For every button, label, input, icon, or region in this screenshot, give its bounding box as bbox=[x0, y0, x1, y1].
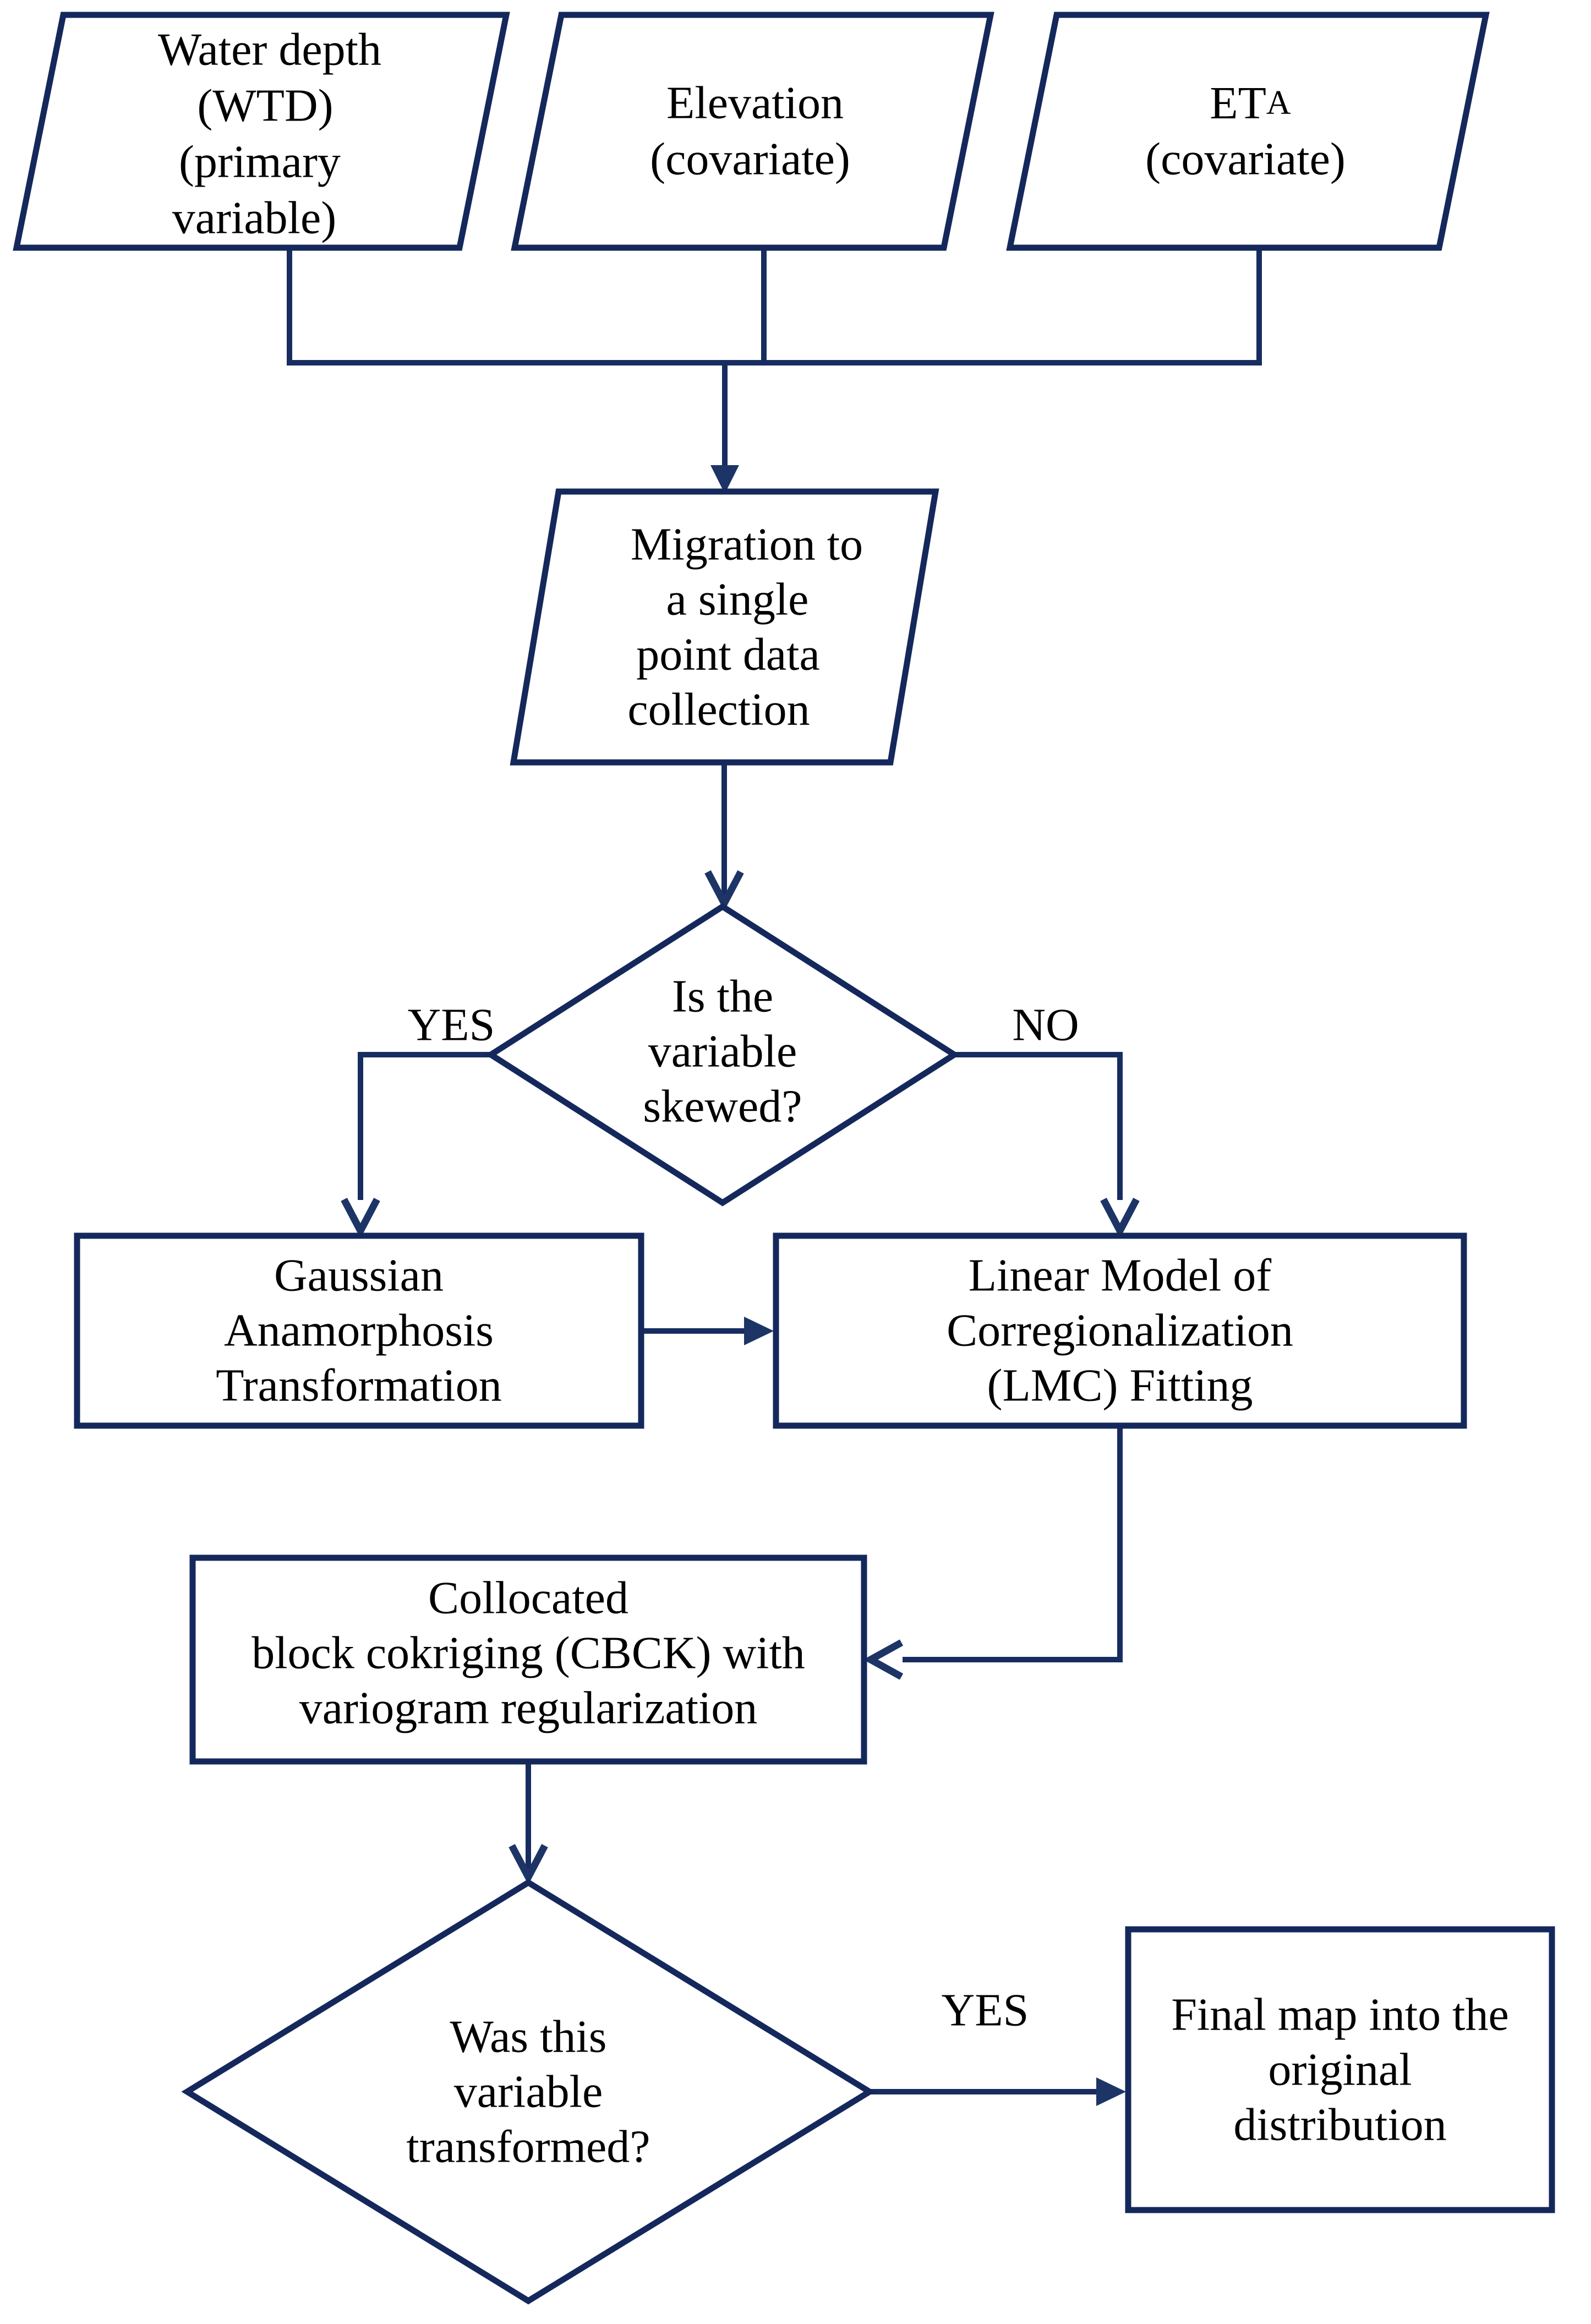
node-label-line: point data bbox=[636, 629, 820, 680]
node-migration: Migration to a single point data collect… bbox=[510, 488, 939, 766]
node-label-line: distribution bbox=[1233, 2099, 1446, 2151]
parallelogram-shape bbox=[510, 488, 939, 766]
arrowhead-down-icon bbox=[710, 465, 739, 494]
node-label-line: (WTD) bbox=[197, 80, 333, 132]
node-label-line: block cokriging (CBCK) with bbox=[252, 1628, 805, 1679]
node-label-line: Elevation bbox=[666, 78, 844, 129]
diamond-shape bbox=[181, 1879, 876, 2305]
arrowhead-left-icon bbox=[863, 1639, 904, 1680]
node-final-map: Final map into the original distribution bbox=[1125, 1926, 1555, 2213]
node-label-line: Is the bbox=[672, 971, 773, 1022]
diamond-shape bbox=[485, 903, 960, 1207]
edge-migration-to-skew-decision bbox=[704, 762, 744, 911]
node-label-line: Water depth bbox=[158, 24, 381, 75]
rectangle-shape bbox=[1125, 1926, 1555, 2213]
node-decision-transformed: Was this variable transformed? bbox=[181, 1879, 876, 2305]
node-label-line: variable bbox=[648, 1026, 797, 1077]
arrowhead-down-icon bbox=[1100, 1197, 1140, 1239]
edge-cbck-to-transform-decision bbox=[509, 1761, 548, 1885]
arrowhead-down-icon bbox=[704, 870, 744, 911]
node-label-line: Transformation bbox=[216, 1360, 502, 1411]
node-input-elevation: Elevation (covariate) bbox=[511, 12, 994, 251]
arrowhead-down-icon bbox=[509, 1843, 548, 1885]
edge-lmc-to-cbck bbox=[863, 1426, 1123, 1680]
parallelogram-shape bbox=[13, 12, 510, 251]
node-label-line: Final map into the bbox=[1171, 1989, 1509, 2041]
node-label-line: (LMC) Fitting bbox=[987, 1360, 1253, 1411]
node-label-line: transformed? bbox=[406, 2121, 650, 2173]
node-label-line: (covariate) bbox=[650, 134, 850, 185]
parallelogram-shape bbox=[511, 12, 994, 251]
node-label-line: ETA bbox=[1210, 78, 1291, 129]
node-label-line: Was this bbox=[450, 2011, 607, 2063]
arrowhead-right-icon bbox=[1096, 2077, 1126, 2106]
node-label-line: Gaussian bbox=[274, 1250, 444, 1301]
node-label-line: Collocated bbox=[428, 1573, 628, 1624]
parallelogram-shape bbox=[1006, 12, 1490, 251]
edge-label-yes: YES bbox=[408, 1000, 495, 1051]
node-label-line: skewed? bbox=[643, 1081, 802, 1132]
node-gaussian-anamorphosis: Gaussian Anamorphosis Transformation bbox=[74, 1232, 644, 1429]
edge-bus-to-migration bbox=[710, 363, 739, 494]
edge-label-yes: YES bbox=[942, 1985, 1029, 2036]
node-label-line: collection bbox=[627, 684, 810, 735]
node-label-line: Migration to bbox=[631, 519, 863, 570]
node-input-water-depth: Water depth (WTD) (primary variable) bbox=[13, 12, 510, 251]
edge-label-no: NO bbox=[1012, 1000, 1079, 1051]
node-input-eta: ETA (covariate) bbox=[1006, 12, 1490, 251]
node-label-line: a single bbox=[666, 574, 809, 625]
edge-gaussian-to-lmc bbox=[641, 1317, 774, 1345]
node-label-line: variable) bbox=[172, 193, 336, 244]
node-lmc-fitting: Linear Model of Corregionalization (LMC)… bbox=[773, 1232, 1467, 1429]
arrowhead-down-icon bbox=[341, 1197, 380, 1239]
edge-skew-yes-to-gaussian bbox=[341, 1052, 491, 1239]
node-label-line: Anamorphosis bbox=[224, 1305, 494, 1356]
edge-skew-no-to-lmc bbox=[954, 1052, 1140, 1239]
node-decision-skewed: Is the variable skewed? bbox=[485, 903, 960, 1207]
node-label-line: (primary bbox=[179, 137, 341, 188]
edge-transform-yes-to-final bbox=[870, 2077, 1126, 2106]
node-label-line: original bbox=[1268, 2044, 1412, 2096]
rectangle-shape bbox=[773, 1232, 1467, 1429]
node-label-line: variable bbox=[454, 2066, 603, 2118]
edge-sources-merge-bus bbox=[287, 248, 1262, 365]
node-label-line: Linear Model of bbox=[969, 1250, 1271, 1301]
arrowhead-right-icon bbox=[744, 1317, 774, 1345]
node-label-line: variogram regularization bbox=[299, 1683, 758, 1734]
rectangle-shape bbox=[74, 1232, 644, 1429]
node-label-line: Corregionalization bbox=[947, 1305, 1293, 1356]
node-label-line: (covariate) bbox=[1145, 134, 1346, 185]
rectangle-shape bbox=[189, 1554, 867, 1765]
node-cbck: Collocated block cokriging (CBCK) with v… bbox=[189, 1554, 867, 1765]
